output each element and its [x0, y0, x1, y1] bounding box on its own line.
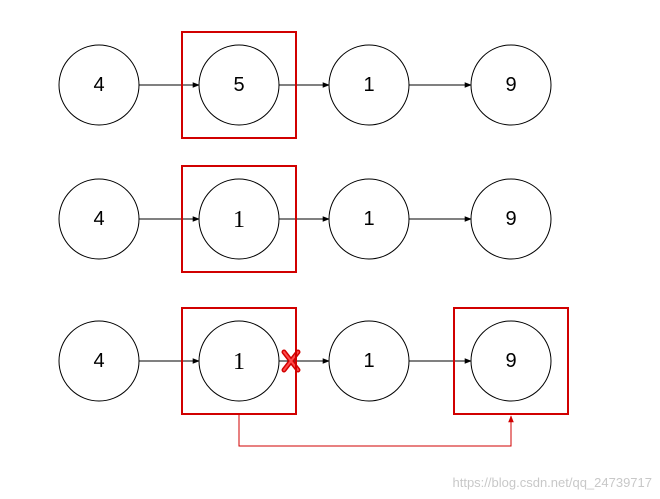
highlight-box — [453, 307, 569, 415]
node-value: 1 — [363, 350, 374, 372]
node-circle — [198, 178, 280, 260]
list-node: 9 — [453, 307, 569, 415]
list-node: 4 — [58, 178, 140, 260]
watermark: https://blog.csdn.net/qq_24739717 — [453, 475, 653, 490]
list-node: 4 — [58, 44, 140, 126]
row-2: 4 1 1 9 — [58, 165, 552, 273]
node-circle — [198, 44, 280, 126]
node-circle — [58, 320, 140, 402]
node-value: 9 — [505, 74, 516, 96]
node-value: 5 — [233, 74, 244, 96]
node-circle — [328, 320, 410, 402]
node-value: 1 — [363, 208, 374, 230]
redirect-arrow — [238, 414, 514, 447]
node-circle — [470, 320, 552, 402]
node-circle — [58, 44, 140, 126]
row-1: 4 5 1 9 — [58, 31, 552, 139]
diagram-rows: 4 5 1 9 4 1 1 9 4 1 1 9 — [58, 31, 569, 447]
highlight-box — [181, 31, 297, 139]
node-value: 1 — [363, 74, 374, 96]
node-circle — [328, 178, 410, 260]
node-circle — [198, 320, 280, 402]
node-value: 9 — [505, 208, 516, 230]
highlight-box — [181, 165, 297, 273]
node-value: 4 — [93, 74, 104, 96]
list-node: 1 — [181, 307, 297, 415]
list-node: 9 — [470, 178, 552, 260]
node-circle — [58, 178, 140, 260]
list-node: 1 — [181, 165, 297, 273]
node-value: 4 — [93, 350, 104, 372]
list-node: 9 — [470, 44, 552, 126]
list-node: 5 — [181, 31, 297, 139]
node-value: 1 — [233, 349, 245, 375]
list-node: 1 — [328, 44, 410, 126]
node-circle — [328, 44, 410, 126]
node-value: 1 — [233, 207, 245, 233]
node-value: 4 — [93, 208, 104, 230]
node-circle — [470, 178, 552, 260]
list-node: 1 — [328, 320, 410, 402]
list-node: 1 — [328, 178, 410, 260]
node-value: 9 — [505, 350, 516, 372]
node-circle — [470, 44, 552, 126]
list-node: 4 — [58, 320, 140, 402]
row-3: 4 1 1 9 — [58, 307, 569, 447]
